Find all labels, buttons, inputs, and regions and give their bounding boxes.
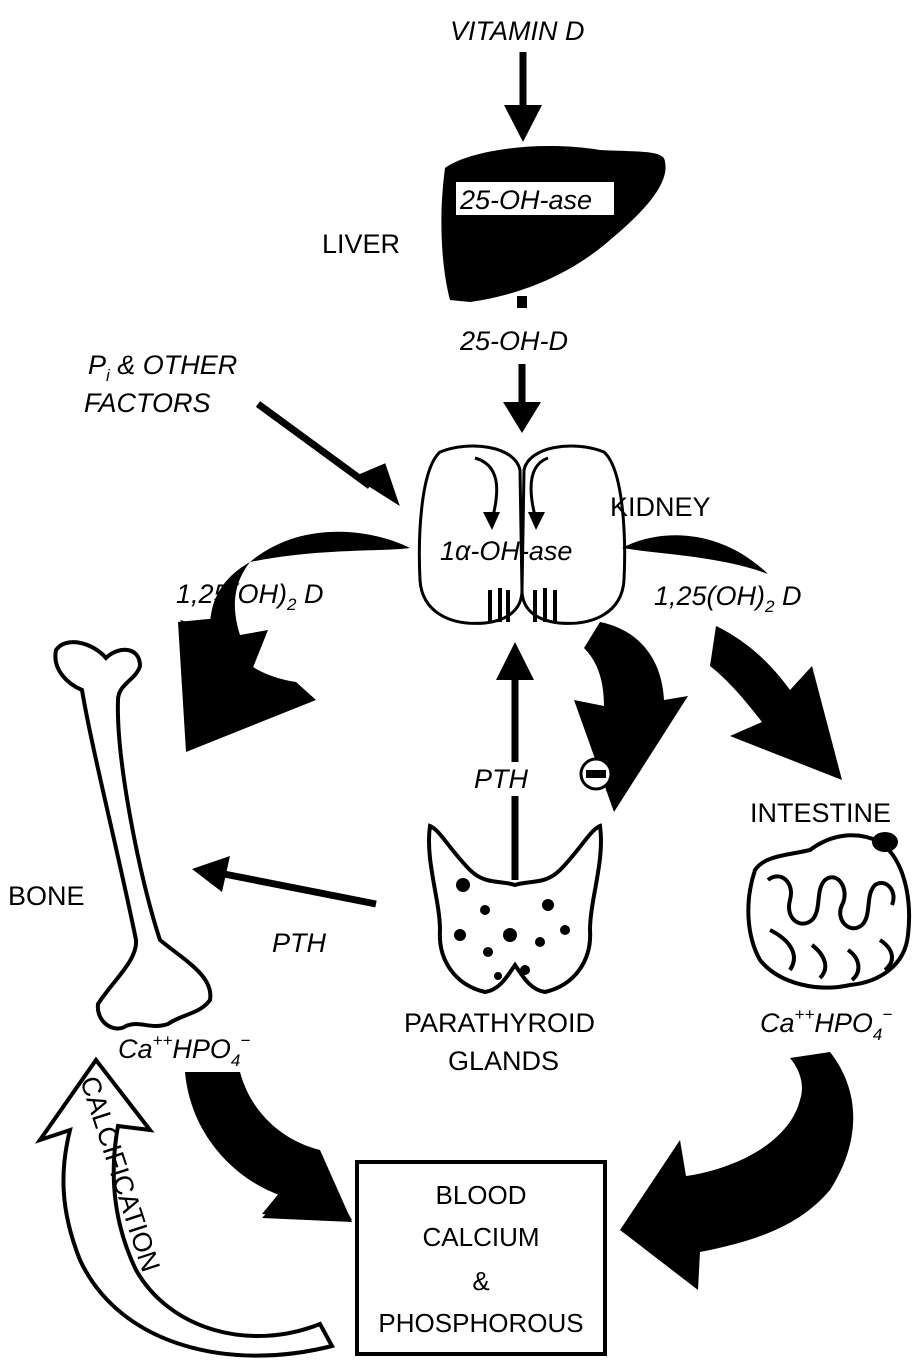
blood-box-line1: BLOOD — [435, 1180, 526, 1210]
pi-factors-label-line1: Pi & OTHER — [88, 350, 237, 385]
liver-label: LIVER — [322, 229, 400, 259]
ions-right-label: Ca++HPO4− — [760, 1005, 892, 1044]
liver-to-kidney-arrow — [503, 364, 541, 433]
bone-label: BONE — [8, 881, 85, 911]
bone-to-blood-arrow-body — [185, 1072, 352, 1222]
liver-enzyme-label: 25-OH-ase — [459, 185, 592, 215]
kidney-to-intestine-arrow-base — [622, 535, 768, 574]
pth-left-label: PTH — [272, 928, 327, 958]
pi-factors-arrow — [258, 404, 400, 511]
inhibit-minus-icon — [586, 770, 606, 778]
pth-to-bone-arrow — [192, 856, 376, 904]
blood-box-line2: CALCIUM — [422, 1222, 539, 1252]
intestine-label: INTESTINE — [750, 798, 891, 828]
liver-tick — [517, 296, 527, 308]
liver-shape — [441, 146, 665, 302]
intestine-to-blood-arrow — [620, 1052, 853, 1290]
pi-factors-label-line2: FACTORS — [84, 388, 211, 418]
ions-left-label: Ca++HPO4− — [118, 1031, 250, 1070]
pth-to-kidney-arrow — [496, 642, 534, 880]
kidney-label: KIDNEY — [610, 492, 711, 522]
kidney-enzyme-label: 1α-OH-ase — [440, 536, 572, 566]
kidney-to-intestine-arrowhead — [710, 626, 842, 780]
kidney-shape — [419, 446, 624, 623]
parathyroid-label-line2: GLANDS — [448, 1046, 559, 1076]
blood-box-line4: PHOSPHOROUS — [378, 1308, 583, 1338]
blood-box-line3: & — [472, 1266, 489, 1296]
pth-up-label: PTH — [474, 764, 529, 794]
parathyroid-label-line1: PARATHYROID — [404, 1008, 595, 1038]
intestine-shape — [748, 832, 909, 988]
vitamin-d-to-liver-arrow — [504, 52, 542, 142]
metabolite-25-oh-d: 25-OH-D — [459, 326, 568, 356]
calcitriol-left-label: 1,25(OH)2 D — [176, 579, 324, 614]
vitamin-d-label: VITAMIN D — [450, 16, 585, 46]
calcitriol-right-label: 1,25(OH)2 D — [654, 581, 802, 616]
